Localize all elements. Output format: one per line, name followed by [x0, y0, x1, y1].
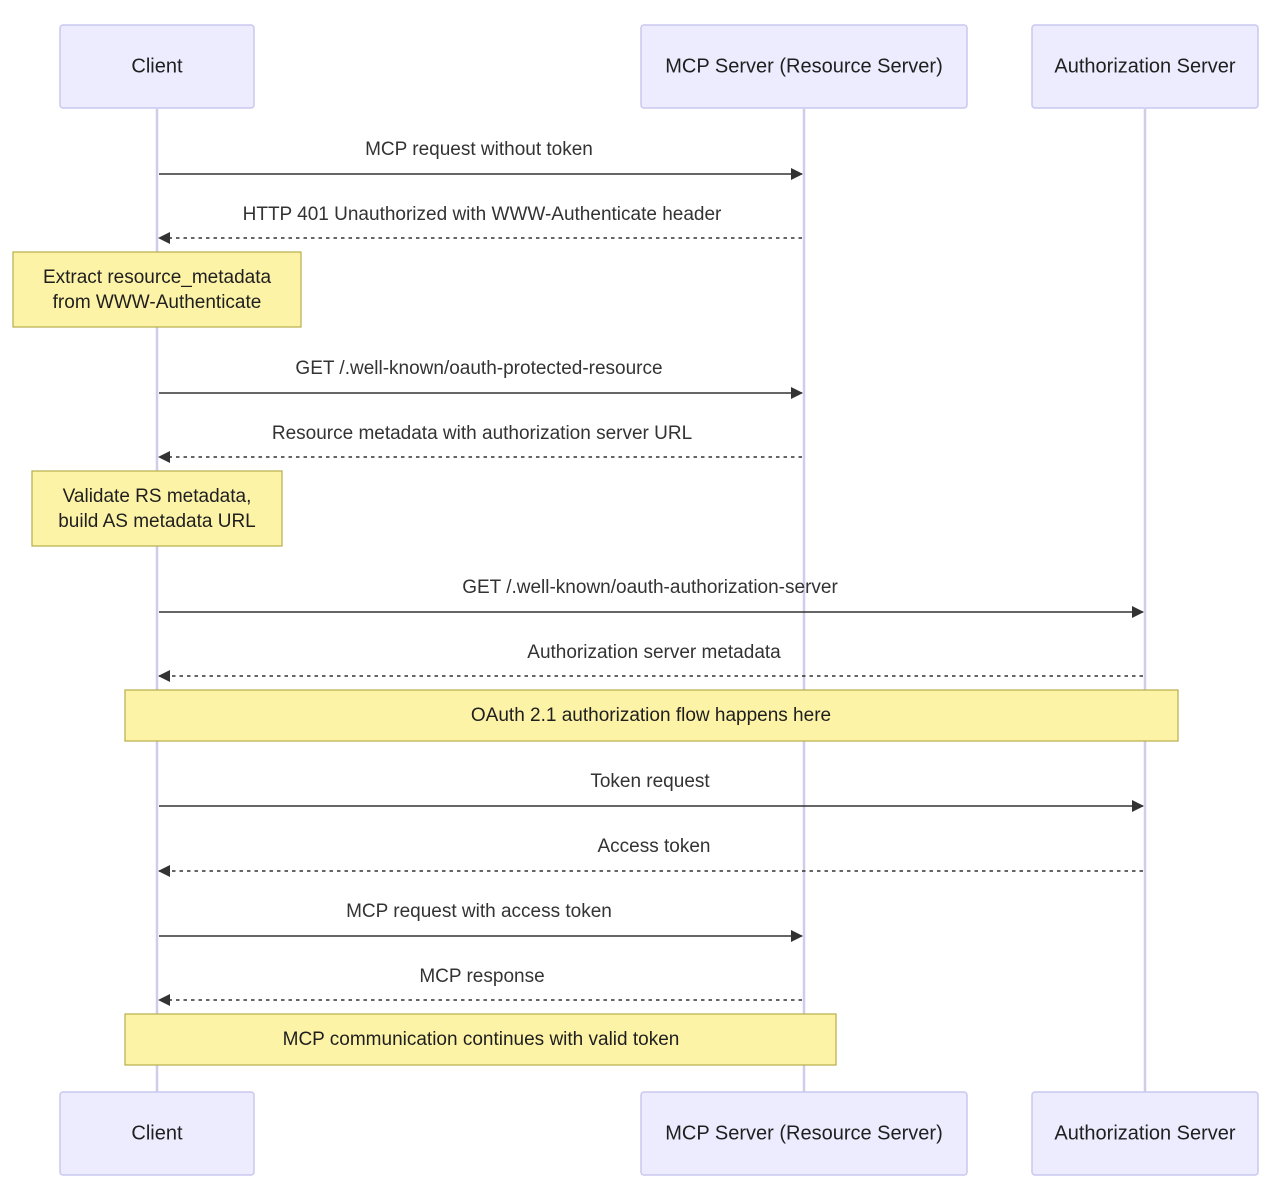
message-label: Token request	[590, 771, 710, 792]
message-http-401: HTTP 401 Unauthorized with WWW-Authentic…	[158, 204, 802, 244]
note-box	[31, 470, 283, 547]
note-box	[124, 1013, 837, 1066]
message-mcp-request-without-token: MCP request without token	[159, 139, 803, 180]
message-label: GET /.well-known/oauth-protected-resourc…	[295, 358, 662, 379]
message-mcp-request-with-token: MCP request with access token	[159, 901, 803, 942]
message-label: HTTP 401 Unauthorized with WWW-Authentic…	[243, 204, 722, 225]
actor-box	[640, 1091, 968, 1176]
actor-box	[640, 24, 968, 109]
actor-client-top: Client	[59, 24, 255, 109]
note-line: from WWW-Authenticate	[53, 292, 262, 313]
note-box	[12, 251, 302, 328]
message-label: MCP request without token	[365, 139, 593, 160]
actor-label: MCP Server (Resource Server)	[665, 1122, 942, 1144]
message-access-token: Access token	[158, 836, 1143, 877]
message-token-request: Token request	[159, 771, 1144, 812]
message-resource-metadata: Resource metadata with authorization ser…	[158, 423, 802, 463]
message-get-protected-resource: GET /.well-known/oauth-protected-resourc…	[159, 358, 803, 399]
note-extract-resource-metadata: Extract resource_metadata from WWW-Authe…	[12, 251, 302, 328]
message-authorization-server-metadata: Authorization server metadata	[158, 642, 1143, 682]
actor-box	[59, 24, 255, 109]
actor-mcp-server-bottom: MCP Server (Resource Server)	[640, 1091, 968, 1176]
message-label: Access token	[598, 836, 711, 857]
note-line: Extract resource_metadata	[43, 267, 272, 288]
actor-label: MCP Server (Resource Server)	[665, 55, 942, 77]
message-label: MCP response	[419, 966, 544, 987]
message-label: Authorization server metadata	[527, 642, 781, 663]
note-oauth-flow: OAuth 2.1 authorization flow happens her…	[124, 689, 1179, 742]
actor-box	[1031, 1091, 1259, 1176]
note-box	[124, 689, 1179, 742]
note-line: OAuth 2.1 authorization flow happens her…	[471, 705, 831, 726]
message-label: Resource metadata with authorization ser…	[272, 423, 692, 444]
actor-authorization-server-top: Authorization Server	[1031, 24, 1259, 109]
note-line: Validate RS metadata,	[63, 486, 252, 507]
note-validate-rs-metadata: Validate RS metadata, build AS metadata …	[31, 470, 283, 547]
actor-label: Client	[131, 55, 183, 77]
message-get-authorization-server: GET /.well-known/oauth-authorization-ser…	[159, 577, 1144, 618]
actor-box	[59, 1091, 255, 1176]
actor-label: Authorization Server	[1054, 1122, 1236, 1144]
actor-mcp-server-top: MCP Server (Resource Server)	[640, 24, 968, 109]
note-line: build AS metadata URL	[58, 511, 256, 532]
actor-box	[1031, 24, 1259, 109]
note-mcp-communication-continues: MCP communication continues with valid t…	[124, 1013, 837, 1066]
actor-client-bottom: Client	[59, 1091, 255, 1176]
actor-authorization-server-bottom: Authorization Server	[1031, 1091, 1259, 1176]
message-label: GET /.well-known/oauth-authorization-ser…	[462, 577, 838, 598]
note-line: MCP communication continues with valid t…	[283, 1029, 680, 1050]
actor-label: Client	[131, 1122, 183, 1144]
message-mcp-response: MCP response	[158, 966, 802, 1006]
actor-label: Authorization Server	[1054, 55, 1236, 77]
message-label: MCP request with access token	[346, 901, 612, 922]
